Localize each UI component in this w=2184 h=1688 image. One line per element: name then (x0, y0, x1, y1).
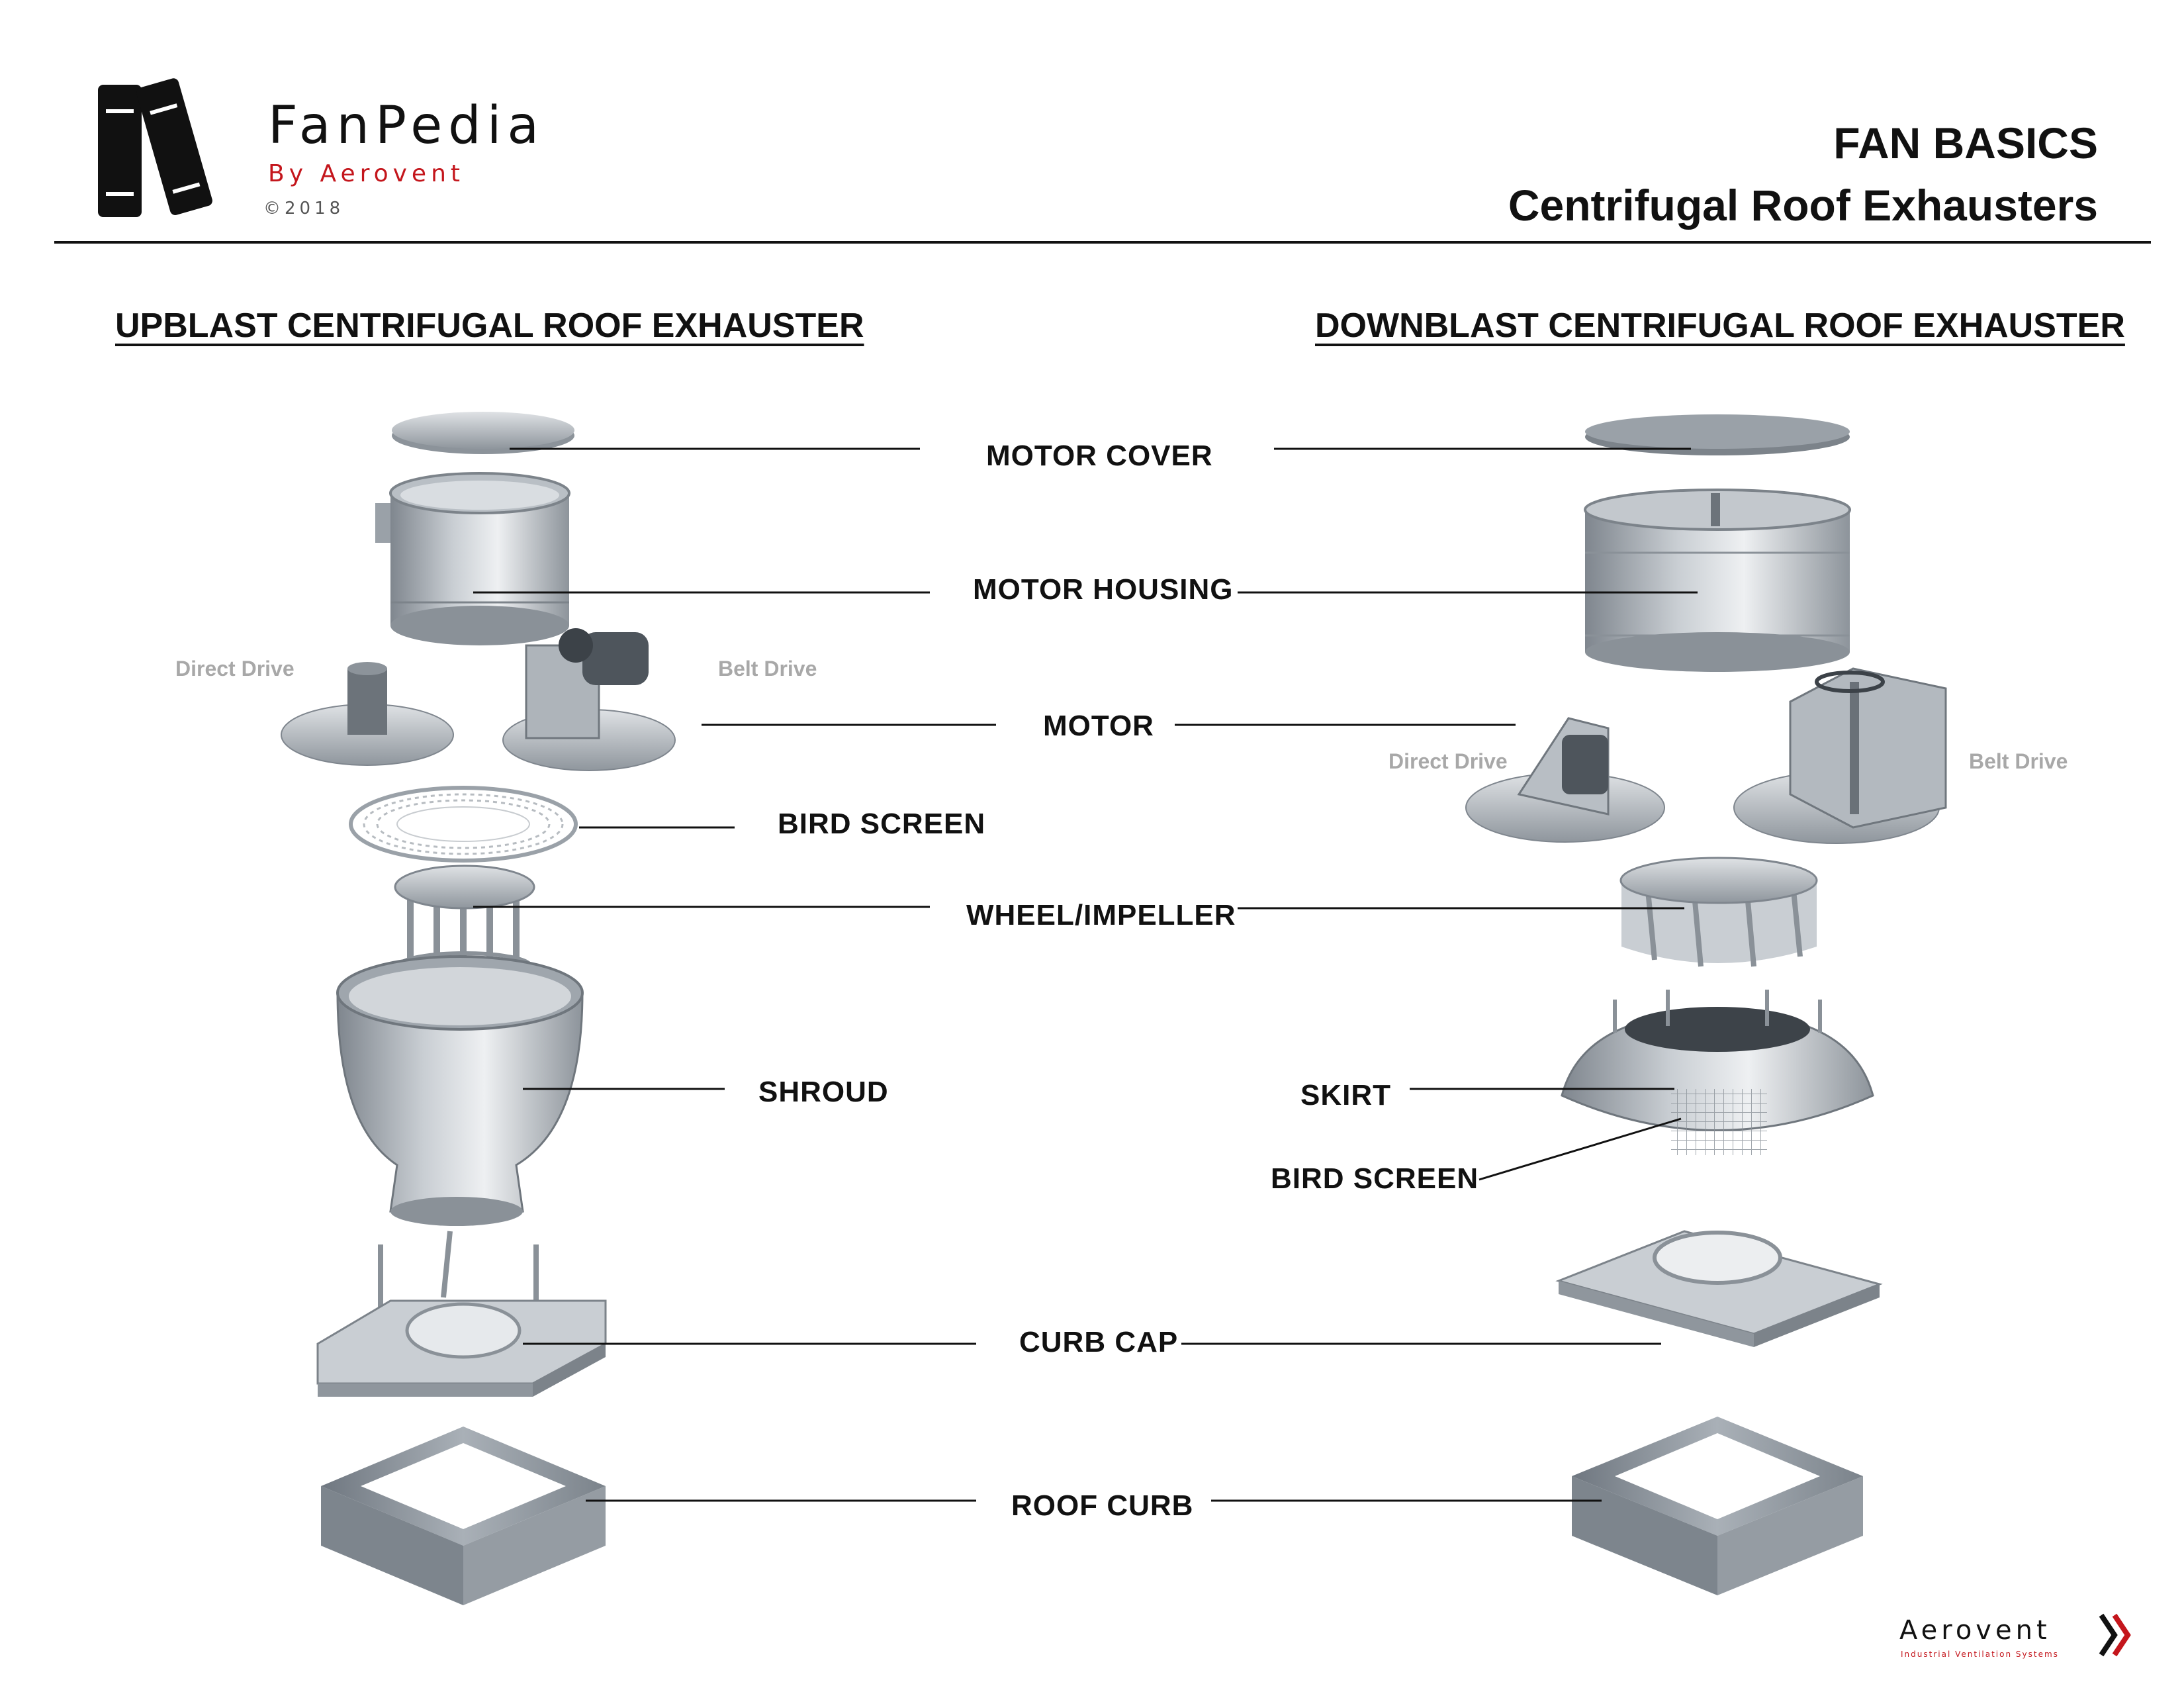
label-bird-screen-downblast: BIRD SCREEN (1271, 1162, 1479, 1195)
upblast-motor-cover-part (392, 412, 574, 454)
label-downblast-belt-drive: Belt Drive (1969, 749, 2068, 773)
upblast-roof-curb-part (321, 1427, 606, 1605)
books-logo-icon (98, 78, 212, 217)
downblast-roof-curb-part (1572, 1417, 1863, 1595)
upblast-shroud-part (336, 955, 584, 1226)
label-upblast-direct-drive: Direct Drive (175, 657, 295, 680)
downblast-motor-cover-part (1585, 414, 1850, 455)
footer-tagline: Industrial Ventilation Systems (1901, 1650, 2059, 1659)
label-downblast-direct-drive: Direct Drive (1388, 749, 1508, 773)
label-shroud: SHROUD (758, 1076, 889, 1108)
upblast-direct-drive-part (281, 662, 454, 766)
upblast-bird-screen-part (349, 786, 578, 863)
downblast-skirt-part (1561, 990, 1874, 1155)
aerovent-chevron-icon (2099, 1613, 2131, 1657)
downblast-wheel-part (1619, 857, 1818, 967)
label-wheel-impeller: WHEEL/IMPELLER (966, 899, 1236, 931)
brand-name: FanPedia (268, 96, 545, 156)
label-motor-cover: MOTOR COVER (986, 440, 1213, 472)
downblast-direct-drive-part (1465, 717, 1665, 843)
brand-copyright: ©2018 (263, 199, 345, 218)
downblast-section-title: DOWNBLAST CENTRIFUGAL ROOF EXHAUSTER (1315, 306, 2125, 345)
label-upblast-belt-drive: Belt Drive (718, 657, 817, 680)
footer-company: Aerovent (1899, 1615, 2051, 1646)
brand-subtitle: By Aerovent (268, 160, 465, 187)
upblast-motor-housing-part (375, 472, 570, 645)
page-title: FAN BASICS (1833, 118, 2098, 167)
downblast-motor-housing-part (1584, 489, 1851, 672)
upblast-curb-cap-part (316, 1231, 607, 1397)
label-roof-curb: ROOF CURB (1011, 1489, 1194, 1522)
label-motor: MOTOR (1043, 710, 1154, 742)
downblast-curb-cap-part (1555, 1230, 1883, 1347)
upblast-belt-drive-part (502, 628, 676, 771)
label-curb-cap: CURB CAP (1019, 1326, 1179, 1358)
label-motor-housing: MOTOR HOUSING (973, 573, 1234, 606)
downblast-belt-drive-part (1733, 667, 1947, 844)
page-subtitle: Centrifugal Roof Exhausters (1508, 181, 2098, 230)
upblast-section-title: UPBLAST CENTRIFUGAL ROOF EXHAUSTER (115, 306, 864, 345)
leader-lines (473, 447, 1698, 1502)
label-skirt: SKIRT (1300, 1079, 1391, 1111)
label-bird-screen-upblast: BIRD SCREEN (778, 808, 986, 840)
